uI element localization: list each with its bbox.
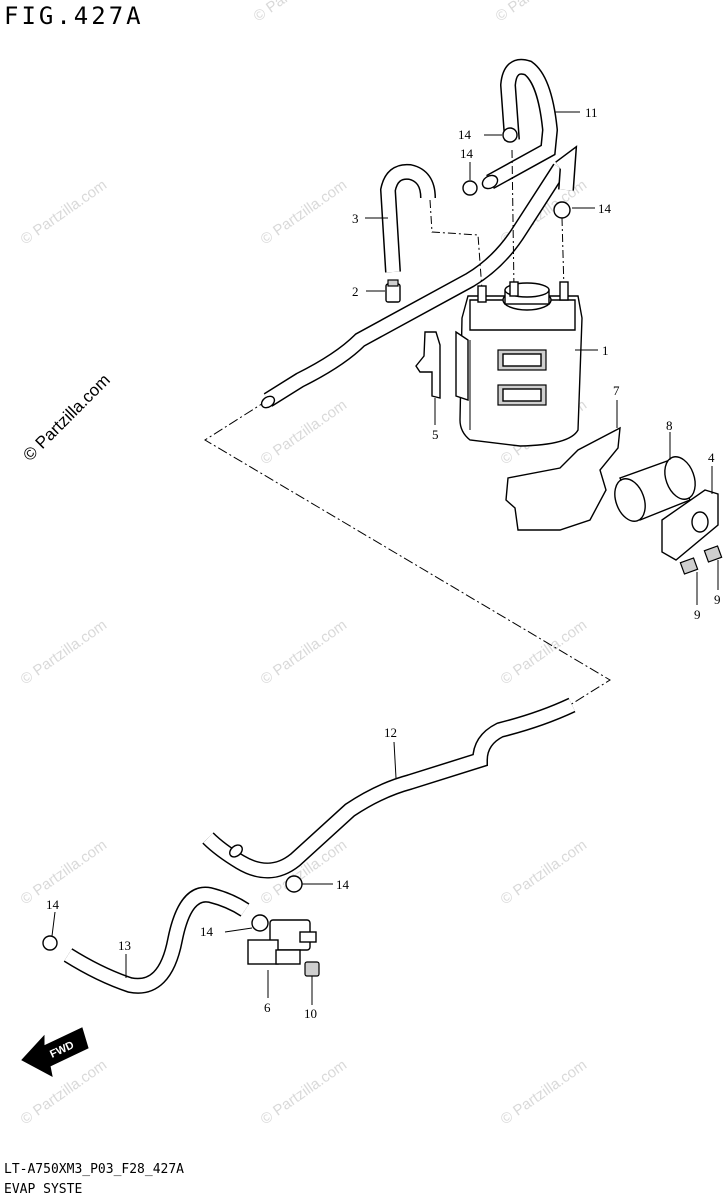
footer-code: LT-A750XM3_P03_F28_427A: [4, 1162, 185, 1177]
callout-2: 2: [352, 284, 359, 299]
watermark: © Partzilla.com: [258, 616, 351, 688]
long-hose: [260, 163, 567, 409]
canister-1: [459, 281, 583, 447]
callout-14: 14: [458, 127, 472, 142]
hose-11: [481, 58, 559, 190]
watermark: © Partzilla.com: [18, 836, 111, 908]
bracket-5: [415, 330, 469, 401]
watermark: © Partzilla.com: [498, 1056, 591, 1128]
fitting-2: [385, 279, 401, 303]
guide-line: [561, 217, 565, 291]
bracket-4: [661, 489, 719, 561]
watermark: © Partzilla.com: [498, 836, 591, 908]
callout-14: 14: [598, 201, 612, 216]
valve-6: [247, 919, 317, 965]
callout-14: 14: [336, 877, 350, 892]
clamp-14: [42, 127, 571, 951]
guide-line: [511, 149, 515, 291]
callout-14: 14: [460, 146, 474, 161]
watermark: © Partzilla.com: [18, 1056, 111, 1128]
callout-3: 3: [352, 211, 359, 226]
fwd-arrow: FWD: [21, 1027, 89, 1077]
watermark: © Partzilla.com: [18, 176, 111, 248]
callout-10: 10: [304, 1006, 317, 1021]
watermark: © Partzilla.com: [258, 1056, 351, 1128]
callout-7: 7: [613, 383, 620, 398]
hose-13: [63, 886, 250, 994]
callout-1: 1: [602, 343, 609, 358]
hose-12: [202, 697, 576, 879]
callout-labels: 11 14 14 14 3 2 1 5 7 8 4 9 9 12 14 14 1…: [46, 105, 721, 1021]
leader-lines: [51, 111, 719, 1005]
watermark: © Partzilla.com: [18, 616, 111, 688]
watermark: © Partzilla.com: [258, 396, 351, 468]
callout-11: 11: [585, 105, 598, 120]
watermark: © Partzilla.com: [258, 176, 351, 248]
figure-title: FIG.427A: [4, 2, 144, 30]
callout-14: 14: [200, 924, 214, 939]
watermark: © Partzilla.com: [498, 616, 591, 688]
watermark-large: © Partzilla.com: [19, 370, 113, 464]
watermark: © Partzilla.com: [493, 0, 586, 25]
bracket-7: [505, 426, 621, 531]
callout-12: 12: [384, 725, 397, 740]
callout-8: 8: [666, 418, 673, 433]
callout-13: 13: [118, 938, 131, 953]
short-hose-right: [555, 145, 578, 191]
bolt-9: [679, 545, 723, 575]
footer-name: EVAP SYSTE: [4, 1182, 83, 1197]
watermark: © Partzilla.com: [251, 0, 344, 25]
callout-5: 5: [432, 427, 439, 442]
callout-9: 9: [694, 607, 701, 622]
callout-6: 6: [264, 1000, 271, 1015]
callout-4: 4: [708, 450, 715, 465]
guide-line: [429, 199, 483, 291]
nut-10: [304, 961, 320, 977]
hose-3: [379, 163, 436, 273]
connection-line: [204, 399, 611, 706]
callout-14: 14: [46, 897, 60, 912]
callout-9: 9: [714, 592, 721, 607]
